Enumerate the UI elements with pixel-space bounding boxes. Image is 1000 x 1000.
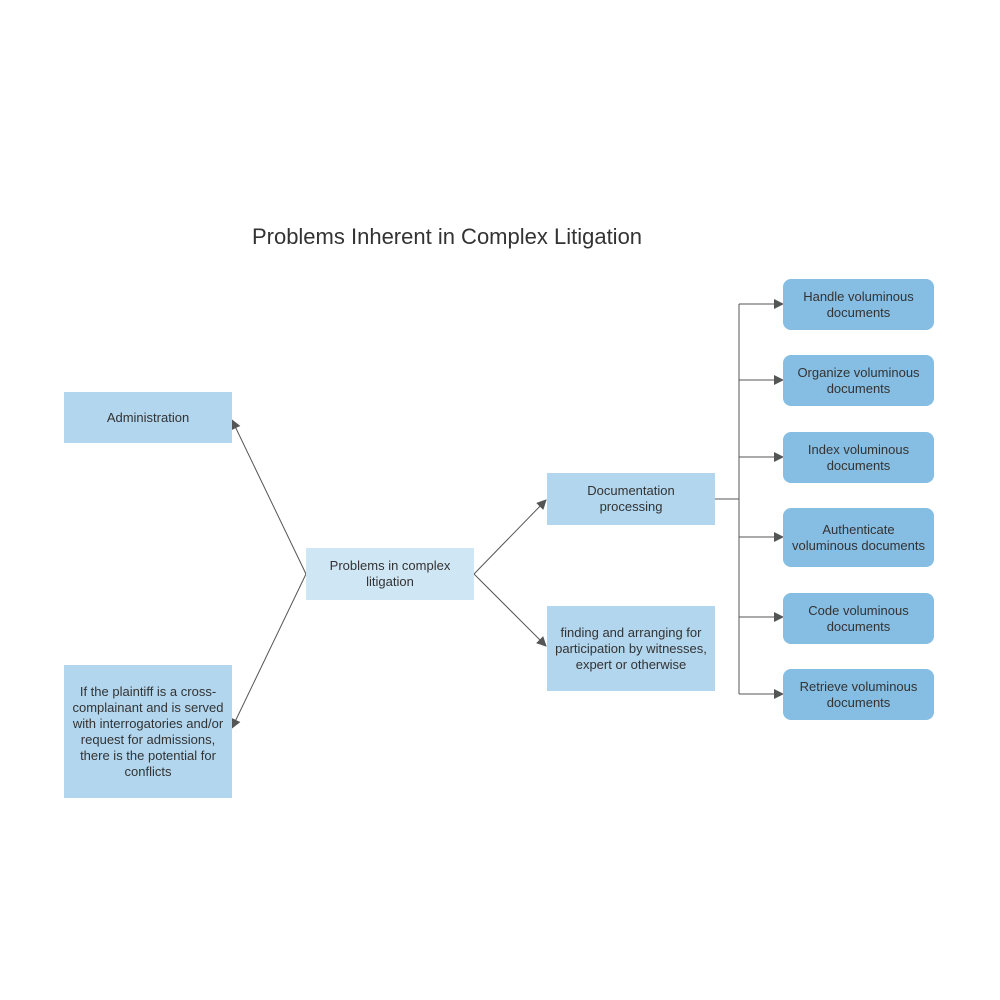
connector-root-documentation <box>473 499 547 575</box>
doc-task-label: Handle voluminous documents <box>803 288 914 320</box>
doc-task-index: Index voluminous documents <box>783 432 934 483</box>
doc-task-handle: Handle voluminous documents <box>783 279 934 330</box>
administration-node-label: Administration <box>106 409 190 425</box>
doc-task-authenticate: Authenticate voluminous documents <box>783 508 934 567</box>
doc-task-code: Code voluminous documents <box>783 593 934 644</box>
doc-task-organize: Organize voluminous documents <box>783 355 934 406</box>
connector-root-witnesses <box>473 573 547 647</box>
root-node-label: Problems in complex litigation <box>329 558 451 589</box>
diagram-title: Problems Inherent in Complex Litigation <box>251 224 643 249</box>
connector-root-plaintiff <box>231 573 307 729</box>
doc-task-label: Organize voluminous documents <box>797 364 920 396</box>
connector-root-administration <box>231 419 307 575</box>
witnesses-node-label: finding and arranging for participation … <box>555 624 707 672</box>
doc-task-label: Code voluminous documents <box>808 602 909 634</box>
documentation-node-label: Documentation processing <box>587 483 675 514</box>
documentation-node: Documentation processing <box>547 473 715 525</box>
administration-node: Administration <box>64 392 232 443</box>
plaintiff-conflict-node: If the plaintiff is a cross-complainant … <box>64 665 232 798</box>
doc-task-retrieve: Retrieve voluminous documents <box>783 669 934 720</box>
doc-task-label: Retrieve voluminous documents <box>799 678 918 710</box>
doc-task-label: Index voluminous documents <box>807 441 910 473</box>
plaintiff-conflict-node-label: If the plaintiff is a cross-complainant … <box>72 683 224 779</box>
witnesses-node: finding and arranging for participation … <box>547 606 715 691</box>
root-node: Problems in complex litigation <box>306 548 474 600</box>
doc-task-label: Authenticate voluminous documents <box>792 521 925 553</box>
